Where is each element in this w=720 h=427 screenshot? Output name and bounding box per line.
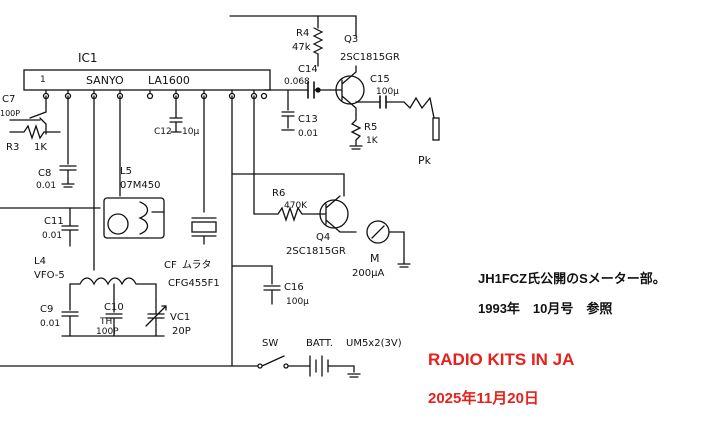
l5-part: 07M450: [120, 180, 160, 191]
speaker-ref: Pk: [418, 154, 432, 167]
if-section: L5 07M450 CF ムラタ CFG455F1 C11 0.01: [0, 95, 220, 289]
batt-ref: BATT.: [306, 338, 333, 349]
r3-value: 1K: [34, 142, 47, 153]
source-note: JH1FCZ氏公開のSメーター部。: [478, 271, 666, 286]
ic1-block: IC1 SANYO LA1600 1: [23, 51, 271, 100]
l5-ref: L5: [120, 166, 132, 177]
c16-value: 100μ: [286, 297, 309, 307]
cf-ref: CF: [164, 260, 177, 271]
c13-value: 0.01: [298, 129, 318, 139]
q4-part: 2SC1815GR: [286, 246, 346, 257]
meter-ref: M: [370, 252, 380, 265]
q4-ref: Q4: [316, 232, 330, 243]
input-network: C7 100P R3 1K C8 0.01: [0, 94, 77, 191]
c12-value: 10μ: [182, 127, 199, 137]
vc1-ref: VC1: [170, 312, 190, 323]
l4-part: VFO-5: [34, 270, 65, 281]
r3-ref: R3: [6, 142, 19, 153]
r6-value: 470K: [284, 201, 308, 211]
s-meter-section: R6 470K Q4 2SC1815GR M 200μA: [231, 95, 411, 367]
c15-value: 100μ: [376, 87, 399, 97]
c7-value: 100P: [0, 109, 20, 118]
ic1-ref: IC1: [78, 51, 98, 65]
site-title: RADIO KITS IN JA: [428, 350, 575, 369]
r5-value: 1K: [366, 136, 379, 146]
c8-ref: C8: [38, 168, 51, 179]
c7-ref: C7: [2, 94, 15, 105]
batt-value: UM5x2(3V): [346, 338, 402, 349]
cf-maker: ムラタ: [182, 259, 212, 271]
c9-value: 0.01: [40, 319, 60, 329]
sw-ref: SW: [262, 338, 278, 349]
date-label: 2025年11月20日: [428, 390, 539, 407]
c12-group: C12 10μ: [154, 95, 199, 137]
ic1-maker: SANYO: [86, 74, 124, 87]
c10-type: TH: [99, 317, 112, 327]
c9-ref: C9: [40, 304, 53, 315]
ic1-pin1-label: 1: [40, 75, 46, 85]
cf-part: CFG455F1: [168, 278, 220, 289]
q3-ref: Q3: [344, 34, 358, 45]
c10-ref: C10: [104, 302, 124, 313]
c12-ref: C12: [154, 127, 172, 137]
meter-value: 200μA: [352, 268, 384, 279]
reference-note: 1993年 10月号 参照: [478, 301, 613, 316]
c10-value: 100P: [96, 327, 119, 337]
r4-value: 47k: [292, 42, 311, 53]
c14-ref: C14: [298, 64, 318, 75]
q3-part: 2SC1815GR: [340, 52, 400, 63]
oscillator-section: L4 VFO-5 C9 0.01 C10 TH 100P VC1 20P: [34, 95, 191, 337]
vc1-value: 20P: [172, 326, 191, 337]
c16-ref: C16: [284, 282, 304, 293]
c15-ref: C15: [370, 74, 390, 85]
ic1-part: LA1600: [148, 74, 190, 87]
r4-ref: R4: [296, 28, 309, 39]
c11-ref: C11: [44, 216, 64, 227]
c14-value: 0.068: [284, 77, 310, 87]
l4-ref: L4: [34, 256, 46, 267]
c13-ref: C13: [298, 114, 318, 125]
c11-value: 0.01: [42, 231, 62, 241]
audio-output-stage: R4 47k Q3 2SC1815GR C14 0.068 C13 0.01 R…: [229, 15, 440, 167]
r5-ref: R5: [364, 122, 377, 133]
c8-value: 0.01: [36, 181, 56, 191]
r6-ref: R6: [272, 188, 285, 199]
power-section: C16 100μ SW BATT. UM5x2(3V): [0, 265, 402, 378]
